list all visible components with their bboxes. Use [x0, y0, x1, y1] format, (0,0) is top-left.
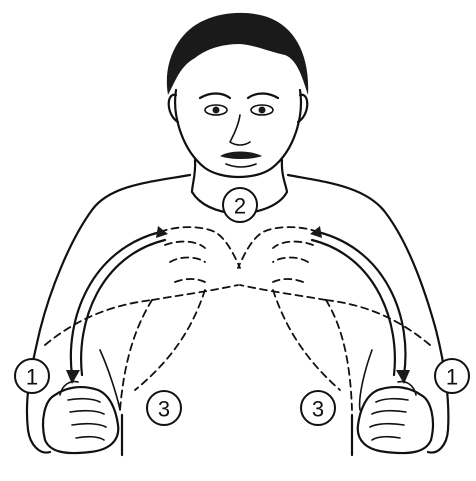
motion-traces — [45, 227, 430, 410]
badge-2-label: 2 — [234, 194, 246, 219]
badge-1-left: 1 — [15, 359, 49, 393]
badge-1-right: 1 — [435, 359, 469, 393]
badge-3-right-label: 3 — [312, 397, 324, 422]
right-fist — [358, 382, 433, 454]
badge-1-left-label: 1 — [26, 365, 38, 390]
badge-3-left: 3 — [147, 391, 181, 425]
badge-3-right: 3 — [301, 391, 335, 425]
badge-3-left-label: 3 — [158, 397, 170, 422]
head — [167, 13, 308, 177]
badge-1-right-label: 1 — [446, 365, 458, 390]
left-fist — [43, 382, 118, 454]
badge-2: 2 — [223, 188, 257, 222]
curved-arrows — [66, 226, 410, 384]
